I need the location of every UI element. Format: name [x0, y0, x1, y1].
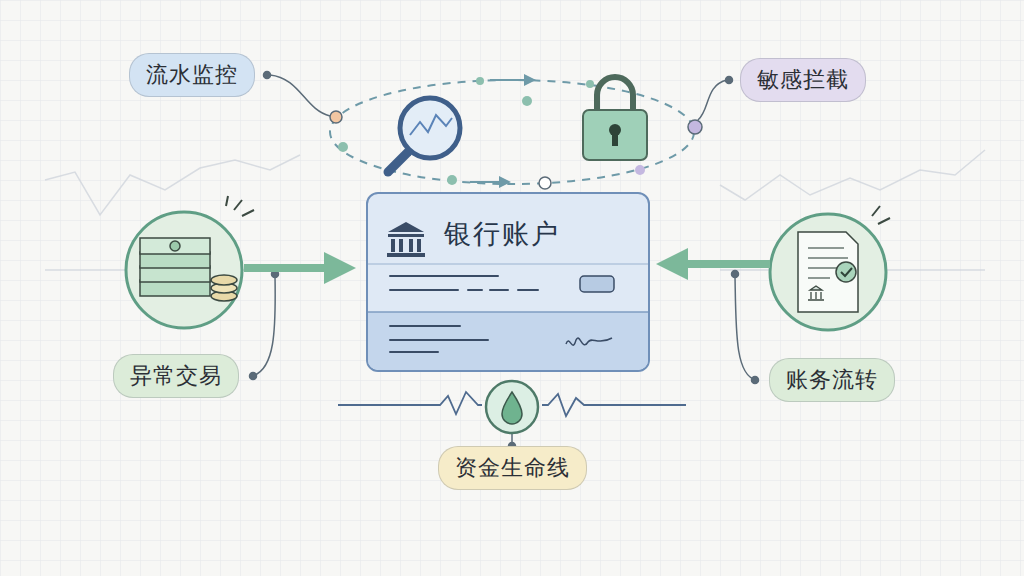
orbit: [330, 80, 694, 184]
bank-icon: [387, 222, 425, 257]
flow-arrow: [244, 264, 340, 272]
document-icon: [770, 206, 890, 330]
label-pill: 流水监控: [129, 53, 255, 97]
pill-label: 资金生命线: [455, 455, 570, 480]
orbit-dots: [330, 77, 702, 189]
bank-card: 银行账户: [366, 192, 650, 372]
pill-label: 流水监控: [146, 62, 238, 87]
orbit-arrow: [490, 79, 530, 81]
label-pill: 异常交易: [113, 354, 239, 398]
pill-label: 异常交易: [130, 363, 222, 388]
card-title: 银行账户: [444, 216, 560, 252]
label-pill: 账务流转: [769, 358, 895, 402]
pill-label: 账务流转: [786, 367, 878, 392]
pill-label: 敏感拦截: [757, 67, 849, 92]
label-pill: 敏感拦截: [740, 58, 866, 102]
flow-arrow: [672, 260, 770, 268]
lock-icon: [583, 77, 647, 160]
cash-icon: [126, 196, 254, 328]
droplet-icon: [486, 381, 538, 433]
magnifier-icon: [388, 98, 460, 172]
label-pill: 资金生命线: [438, 446, 587, 490]
orbit-arrow: [470, 181, 505, 183]
